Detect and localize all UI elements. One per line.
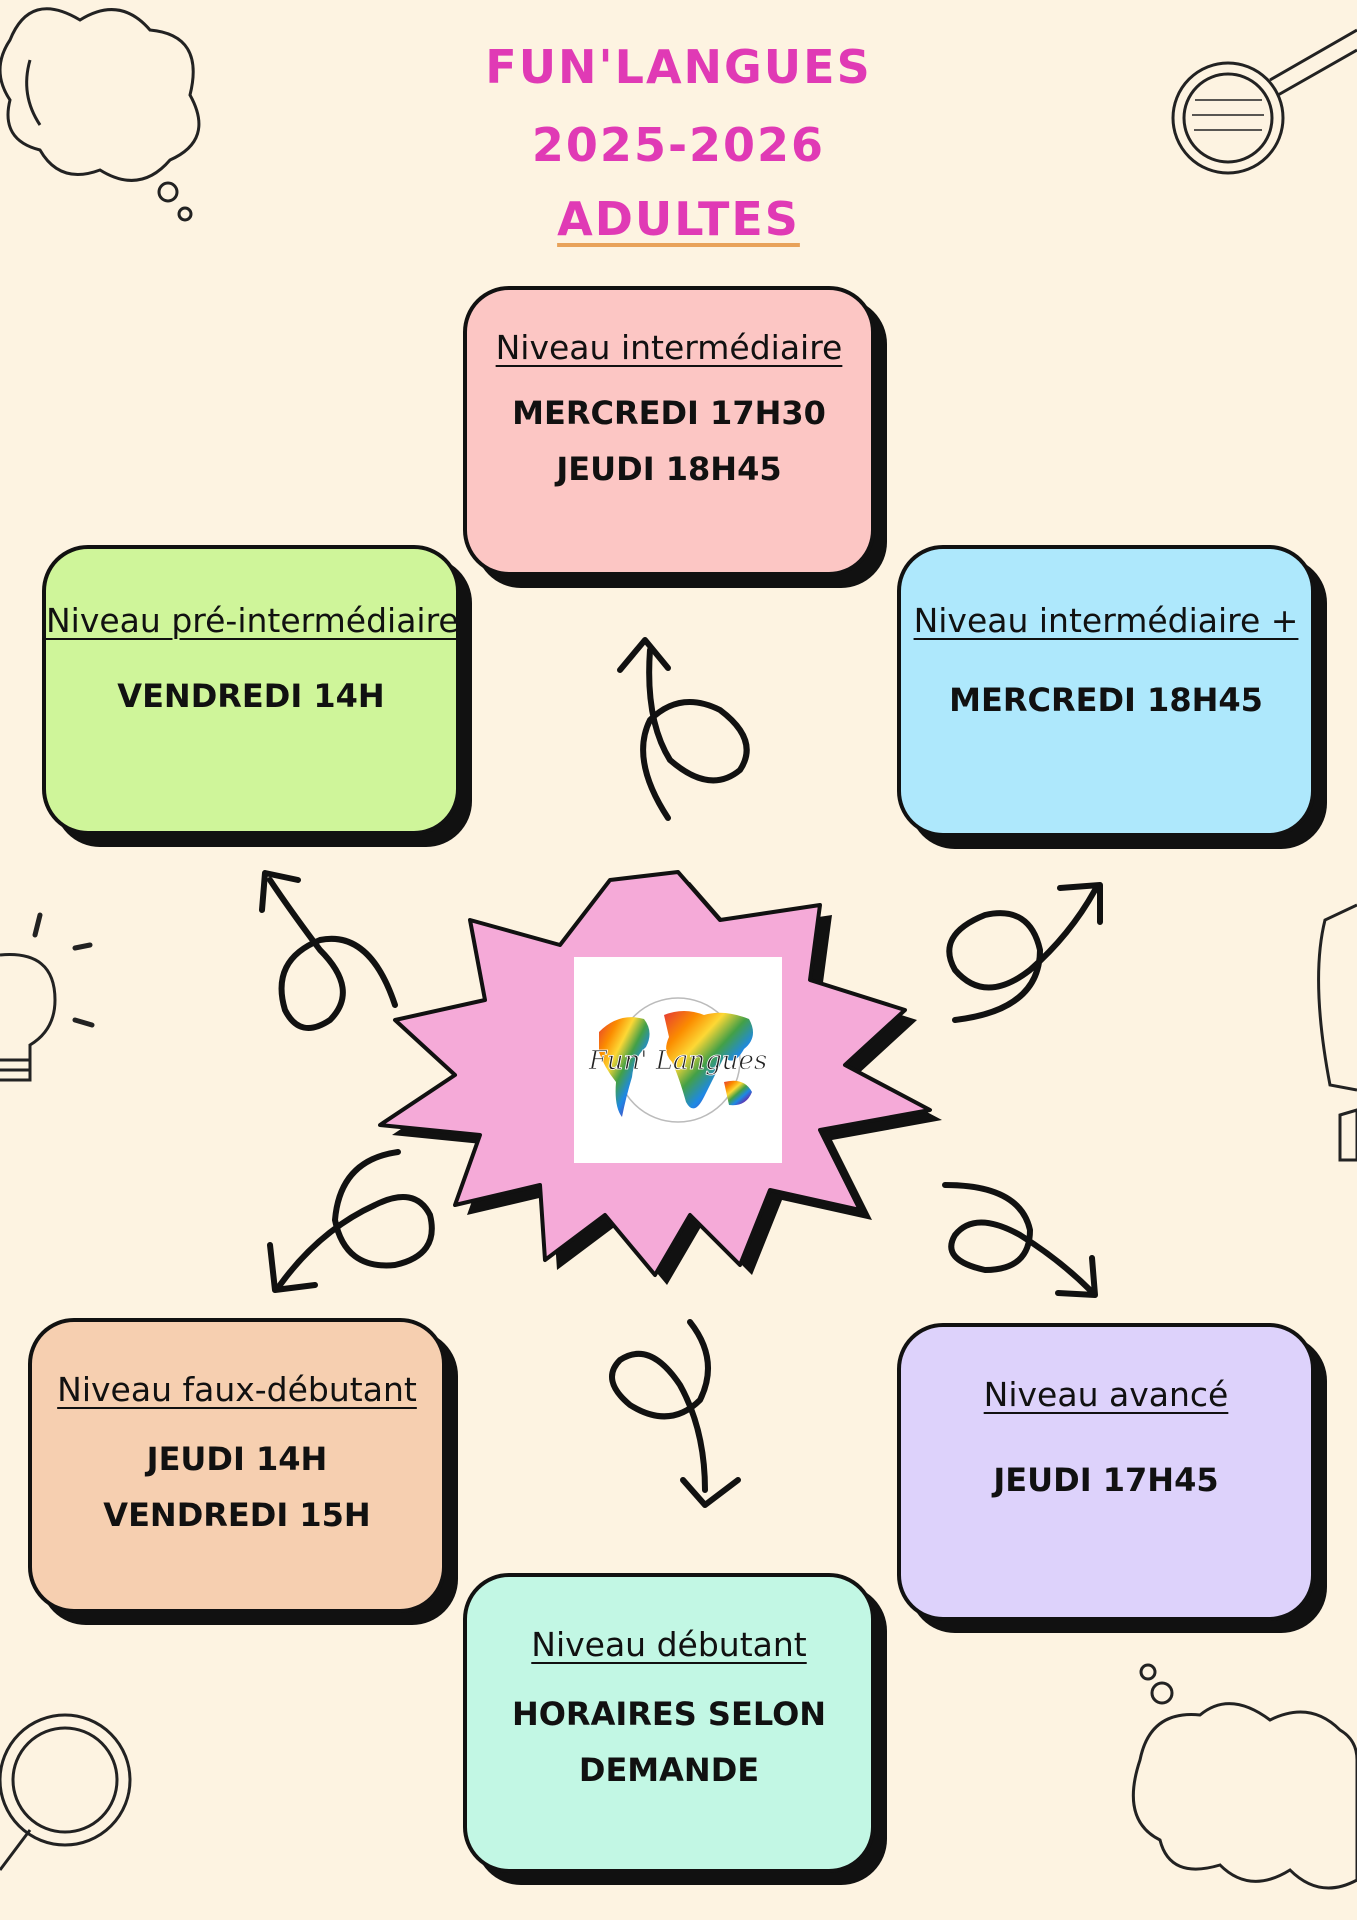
level-schedule: JEUDI 14H <box>146 1440 328 1478</box>
fun-langues-logo: Fun' Langues <box>574 957 782 1163</box>
level-schedule: VENDREDI 15H <box>103 1496 371 1534</box>
level-schedule: VENDREDI 14H <box>117 677 385 715</box>
cloud-icon <box>1131 1663 1357 1890</box>
level-name: Niveau faux-débutant <box>57 1370 417 1409</box>
magnifier-icon <box>1171 28 1357 175</box>
level-schedule: DEMANDE <box>578 1751 760 1789</box>
level-name: Niveau intermédiaire <box>495 328 843 367</box>
arrow-icon <box>942 1182 1098 1298</box>
arrow-icon <box>609 1319 741 1508</box>
level-box-debutant: Niveau débutant HORAIRES SELON DEMANDE <box>463 1573 875 1873</box>
world-map-logo-icon: Fun' Langues <box>587 997 768 1123</box>
arrow-icon <box>259 870 398 1031</box>
level-box-intermediaire-plus: Niveau intermédiaire + MERCREDI 18H45 <box>897 545 1315 837</box>
lightbulb-icon <box>0 912 95 1082</box>
lightbulb-icon <box>1317 903 1357 1162</box>
level-name: Niveau avancé <box>983 1375 1229 1414</box>
level-schedule: JEUDI 17H45 <box>993 1461 1219 1499</box>
level-box-faux-debutant: Niveau faux-débutant JEUDI 14H VENDREDI … <box>28 1318 446 1613</box>
level-name: Niveau débutant <box>531 1625 807 1664</box>
level-schedule: HORAIRES SELON <box>511 1695 827 1733</box>
arrow-icon <box>267 1149 435 1293</box>
title-line-2: 2025-2026 <box>531 118 826 172</box>
title-line-1: FUN'LANGUES <box>485 40 872 94</box>
level-name: Niveau pré-intermédiaire <box>46 601 459 640</box>
level-box-avance: Niveau avancé JEUDI 17H45 <box>897 1323 1315 1621</box>
level-schedule: MERCREDI 18H45 <box>949 681 1263 719</box>
logo-text: Fun' Langues <box>588 1046 768 1076</box>
level-box-intermediaire: Niveau intermédiaire MERCREDI 17H30 JEUD… <box>463 286 875 576</box>
title-line-3: ADULTES <box>557 192 800 246</box>
arrow-icon <box>617 637 750 821</box>
arrow-icon <box>946 882 1103 1023</box>
level-schedule: JEUDI 18H45 <box>556 450 782 488</box>
level-box-pre-intermediaire: Niveau pré-intermédiaire VENDREDI 14H <box>42 545 460 835</box>
magnifier-icon <box>0 1713 132 1871</box>
level-schedule: MERCREDI 17H30 <box>512 394 826 432</box>
cloud-icon <box>0 7 201 222</box>
level-name: Niveau intermédiaire + <box>913 601 1299 640</box>
